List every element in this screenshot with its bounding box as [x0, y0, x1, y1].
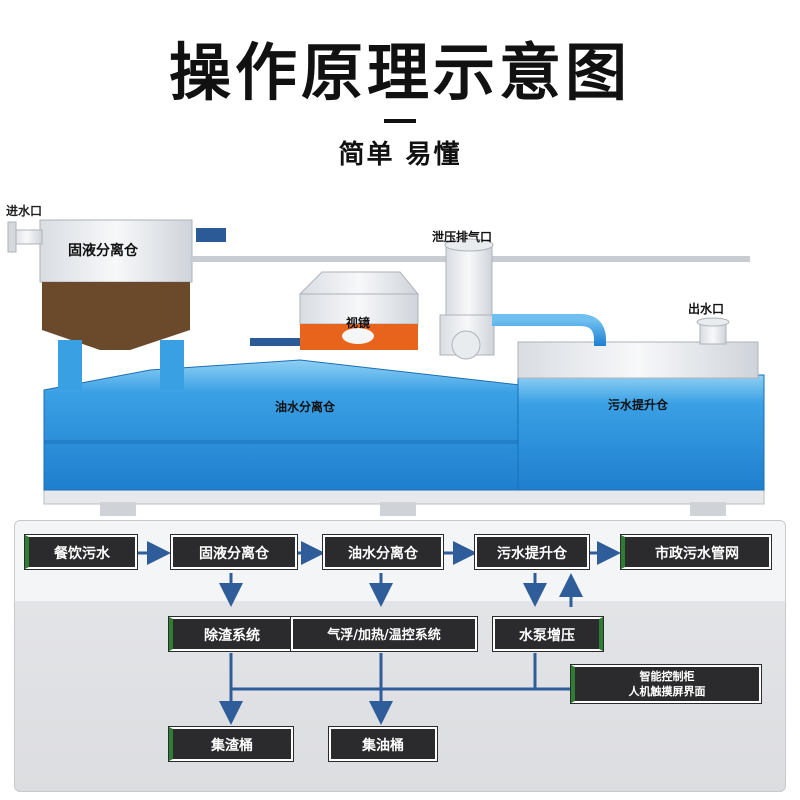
sight-unit-top	[298, 271, 420, 295]
tank-band-1	[44, 440, 520, 444]
lift-chamber-lid	[517, 341, 759, 379]
node-municipal-sewer: 市政污水管网	[621, 535, 771, 569]
motor	[196, 228, 226, 242]
vent-cap	[444, 238, 494, 252]
node-restaurant-sewage: 餐饮污水	[25, 535, 137, 569]
sight-pipe	[250, 338, 300, 346]
blue-pipe	[492, 314, 606, 346]
pump-flange	[451, 330, 481, 360]
lift-chamber-tank	[517, 374, 765, 491]
oil-water-chamber-label: 油水分离仓	[275, 400, 336, 414]
process-flowchart: 餐饮污水 固液分离仓 油水分离仓 污水提升仓 市政污水管网 除渣系统 气浮/加热…	[14, 520, 786, 792]
node-solid-liquid-chamber: 固液分离仓	[171, 535, 297, 569]
lift-chamber-label: 污水提升仓	[608, 398, 669, 412]
title-divider	[384, 119, 416, 123]
inlet-label: 进水口	[6, 204, 43, 218]
node-oil-bucket: 集油桶	[329, 727, 437, 761]
outlet-label: 出水口	[688, 302, 725, 316]
sight-glass-lens	[342, 328, 374, 344]
inlet-flange	[7, 221, 17, 253]
control-cabinet-label: 智能控制柜	[639, 670, 695, 683]
solid-liquid-hopper-top	[39, 219, 193, 283]
oil-water-tank	[43, 359, 521, 491]
pressure-vent-label: 泄压排气口	[432, 230, 493, 244]
node-air-flotation-heating: 气浮/加热/温控系统	[291, 617, 477, 651]
node-slag-bucket: 集渣桶	[169, 727, 293, 761]
node-slag-removal: 除渣系统	[169, 617, 293, 651]
foot-right	[690, 502, 726, 516]
solid-liquid-chamber-label: 固液分离仓	[68, 243, 138, 259]
equipment-illustration: 进水口 固液分离仓 泄压排气口 视镜 出水口 油水分离仓 污水提升仓	[0, 190, 800, 520]
node-oil-water-chamber: 油水分离仓	[323, 535, 443, 569]
foot-mid	[380, 502, 416, 516]
hopper-legs	[58, 340, 82, 390]
page-title: 操作原理示意图	[168, 36, 631, 109]
equipment-drawing	[7, 219, 765, 516]
vent-column	[445, 244, 493, 316]
base-frame	[43, 489, 765, 505]
sludge-hopper	[42, 282, 190, 350]
outlet-rim	[696, 317, 730, 327]
page-subtitle: 简单 易懂	[338, 140, 462, 170]
touchscreen-label: 人机触摸屏界面	[628, 685, 706, 698]
sight-glass-label: 视镜	[346, 316, 371, 330]
hopper-legs-2	[160, 340, 184, 390]
sight-unit-body	[299, 293, 419, 325]
node-control-cabinet: 智能控制柜 人机触摸屏界面	[571, 665, 761, 703]
node-lift-chamber: 污水提升仓	[475, 535, 589, 569]
node-pump-boost: 水泵增压	[493, 617, 603, 651]
flow-arrows	[137, 541, 621, 725]
foot-left	[100, 502, 136, 516]
